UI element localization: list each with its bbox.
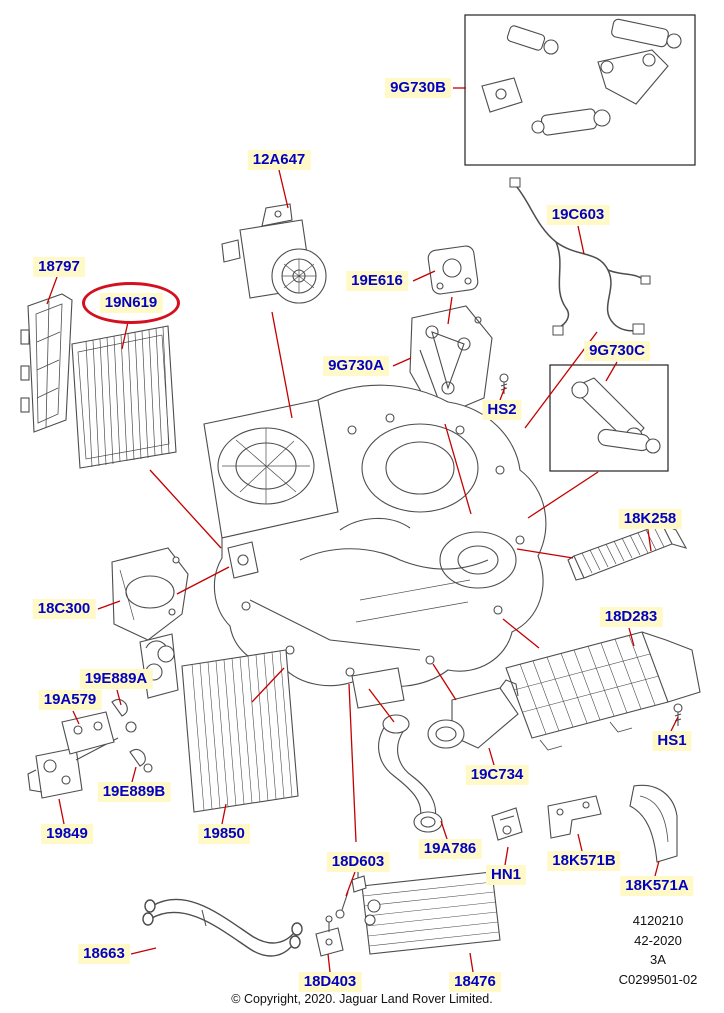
illustration-main-housing <box>203 384 547 709</box>
part-label-18D283[interactable]: 18D283 <box>599 607 663 627</box>
part-label-18D403[interactable]: 18D403 <box>298 972 362 992</box>
illustration-18C300 <box>111 547 189 641</box>
illustration-18D283 <box>505 631 701 751</box>
ref-line-document: C0299501-02 <box>618 971 698 987</box>
part-label-19N619[interactable]: 19N619 <box>99 293 163 313</box>
reference-block: 4120210 42-2020 3A C0299501-02 <box>605 911 711 989</box>
illustration-18D603 <box>335 868 367 919</box>
part-label-18C300[interactable]: 18C300 <box>32 599 96 619</box>
part-label-19E889A[interactable]: 19E889A <box>79 669 153 689</box>
copyright-notice: © Copyright, 2020. Jaguar Land Rover Lim… <box>231 992 493 1006</box>
illustration-18663 <box>142 898 303 957</box>
part-label-HN1[interactable]: HN1 <box>485 865 527 885</box>
illustration-18D403 <box>315 915 344 957</box>
part-label-18663[interactable]: 18663 <box>78 944 130 964</box>
group-box-9G730B <box>464 14 696 166</box>
part-label-18D603[interactable]: 18D603 <box>326 852 390 872</box>
illustration-19E889A <box>111 698 137 733</box>
part-label-HS1[interactable]: HS1 <box>652 731 692 751</box>
illustration-19E889B <box>129 748 153 773</box>
illustration-19A786 <box>378 714 443 833</box>
part-label-18797[interactable]: 18797 <box>33 257 85 277</box>
illustration-19C734 <box>427 679 519 749</box>
part-label-19E616[interactable]: 19E616 <box>346 271 408 291</box>
illustration-9G730C <box>571 377 661 454</box>
illustration-HS2 <box>499 373 509 394</box>
part-label-9G730C[interactable]: 9G730C <box>584 341 650 361</box>
part-label-18K571B[interactable]: 18K571B <box>547 851 621 871</box>
part-label-9G730B[interactable]: 9G730B <box>385 78 451 98</box>
leader-lines <box>46 87 679 973</box>
illustration-19N619 <box>71 325 177 469</box>
part-label-18476[interactable]: 18476 <box>449 972 501 992</box>
part-label-19A786[interactable]: 19A786 <box>418 839 482 859</box>
group-box-9G730C <box>549 364 669 472</box>
part-label-HS2[interactable]: HS2 <box>482 400 522 420</box>
part-label-18K571A[interactable]: 18K571A <box>620 876 694 896</box>
illustration-9G730B <box>481 18 682 136</box>
illustration-12A647 <box>221 203 327 304</box>
part-label-19850[interactable]: 19850 <box>198 824 250 844</box>
part-label-12A647[interactable]: 12A647 <box>247 150 311 170</box>
illustration-18K571B <box>547 795 602 839</box>
part-label-19849[interactable]: 19849 <box>41 824 93 844</box>
illustration-19E616 <box>427 245 479 295</box>
ref-line-date: 42-2020 <box>634 932 682 948</box>
illustration-19A579 <box>61 711 115 755</box>
part-label-9G730A[interactable]: 9G730A <box>323 356 389 376</box>
illustration-18476 <box>361 871 501 955</box>
illustration-9G730A <box>409 305 493 419</box>
part-label-18K258[interactable]: 18K258 <box>618 509 682 529</box>
part-label-19C734[interactable]: 19C734 <box>465 765 529 785</box>
illustration-18K258 <box>567 523 688 581</box>
illustration-18797 <box>20 293 73 433</box>
illustration-HN1 <box>491 807 523 841</box>
ref-line-sheet: 3A <box>650 952 666 967</box>
illustration-19C603 <box>509 177 651 336</box>
part-label-19A579[interactable]: 19A579 <box>38 690 102 710</box>
part-label-19E889B[interactable]: 19E889B <box>97 782 171 802</box>
ref-line-number: 4120210 <box>632 913 684 928</box>
part-label-19C603[interactable]: 19C603 <box>546 205 610 225</box>
illustration-18K571A <box>629 784 678 863</box>
illustration-19849 <box>27 737 119 799</box>
